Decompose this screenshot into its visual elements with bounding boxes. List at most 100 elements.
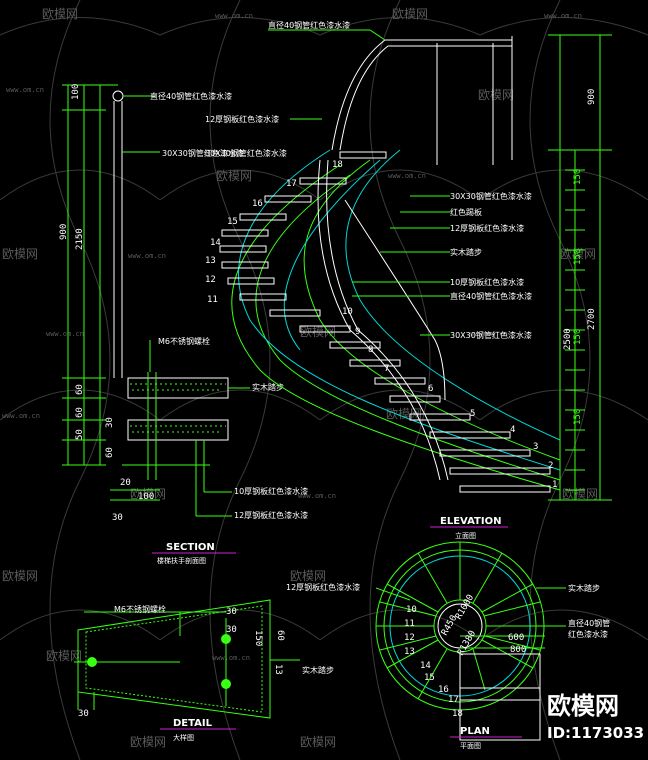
dim-150: 150 [573,249,583,265]
dim-150: 150 [573,409,583,425]
plan-step: 15 [424,673,435,683]
plan-step: 14 [420,661,431,671]
step-number: 16 [252,199,263,209]
elev-label: 10厚钢板红色漆水漆 [450,277,524,287]
watermark-brand: 欧模网 [300,735,336,749]
brand-id: ID:1173033 [547,724,644,742]
treads [219,151,551,493]
step-number: 3 [533,442,538,452]
dim-60: 60 [75,384,85,395]
elev-label: 30X30钢管红色漆水漆 [450,191,532,201]
brand-badge: 欧模网 ID:1173033 [547,692,644,742]
label-plate10: 10厚钢板红色漆水漆 [234,486,308,496]
dim-r1000: R1000 [454,593,476,621]
watermark-site: www.om.cn [212,654,250,662]
detail-title: DETAIL [173,718,213,729]
step-number: 2 [548,461,553,471]
dim-60: 60 [105,447,115,458]
dim-150: 150 [253,630,263,646]
riser-ticks [565,169,585,491]
elevation-view: 18 17 16 15 14 13 12 11 10 9 8 7 6 5 4 3… [205,20,612,540]
label-rail-round: 直径40钢管红色漆水漆 [150,91,232,101]
watermark-brand: 欧模网 [290,569,326,583]
step-number: 15 [227,217,238,227]
brand-logo-text: 欧模网 [547,692,619,720]
dim-50: 50 [75,429,85,440]
elev-label: 12厚钢板红色漆水漆 [205,114,279,124]
step-number: 7 [384,364,389,374]
label-bolt: M6不锈钢螺栓 [158,336,210,346]
step-number: 11 [207,295,218,305]
plan-label-pipe: 直径40钢管 [568,618,610,628]
watermarks: 欧模网 www.om.cn 欧模网 www.om.cn www.om.cn 欧模… [2,7,598,749]
dim-30: 30 [226,607,237,617]
plan-label-tread: 实木踏步 [568,583,600,593]
dim-2700: 2700 [587,308,597,330]
elev-label: 12厚钢板红色漆水漆 [450,223,524,233]
dim-30: 30 [112,513,123,523]
plan-step: 16 [438,685,449,695]
dim-2150: 2150 [75,228,85,250]
watermark-brand: 欧模网 [2,569,38,583]
elev-label: 直径40钢管红色漆水漆 [450,291,532,301]
elev-label: 红色踢板 [450,207,482,217]
watermark-site: www.om.cn [298,492,336,500]
dim-r1380: R1380 [456,629,478,657]
watermark-site: www.om.cn [470,330,508,338]
watermark-brand: 欧模网 [478,88,514,102]
dim-20: 20 [120,478,131,488]
watermark-site: www.om.cn [2,412,40,420]
dim-900: 900 [59,224,69,240]
elev-label: 直径40钢管红色漆水漆 [268,20,350,30]
step-number: 14 [210,238,221,248]
dim-150: 150 [573,329,583,345]
watermark-brand: 欧模网 [216,169,252,183]
step-number: 4 [510,425,515,435]
step-number: 1 [552,480,557,490]
label-tread: 实木踏步 [252,382,284,392]
step-number: 13 [205,256,216,266]
watermark-site: www.om.cn [128,252,166,260]
elev-label: 实木踏步 [450,247,482,257]
plan-title: PLAN [460,726,490,737]
plan-step: 18 [452,709,463,719]
section-title: SECTION [166,542,215,553]
watermark-brand: 欧模网 [130,735,166,749]
plan-label-plate: 12厚钢板红色漆水漆 [286,582,360,592]
watermark-brand: 欧模网 [46,649,82,663]
plan-step: 10 [406,605,417,615]
label-plate12: 12厚钢板红色漆水漆 [234,510,308,520]
dim-900: 900 [587,89,597,105]
dim-60: 60 [75,407,85,418]
step-number: 12 [205,275,216,285]
step-number: 17 [286,179,297,189]
elevation-subtitle: 立面图 [455,531,476,540]
dim-60: 60 [275,630,285,641]
step-number: 8 [368,345,373,355]
dim-30: 30 [226,625,237,635]
watermark-site: www.om.cn [46,330,84,338]
dim-30: 30 [105,417,115,428]
dim-2500: 2500 [563,328,573,350]
dim-100: 100 [138,492,154,502]
elev-label: 30X30钢管红色漆水漆 [450,330,532,340]
watermark-brand: 欧模网 [42,7,78,21]
step-number: 6 [428,384,433,394]
dim-600: 600 [508,633,524,643]
label-post: 30X30钢管红色漆水漆 [162,148,244,158]
step-number: 9 [355,327,360,337]
dim-13: 13 [273,664,283,675]
dim-150: 150 [573,169,583,185]
dim-100: 100 [71,84,81,100]
detail-label-tread: 实木踏步 [302,665,334,675]
plan-step: 13 [404,647,415,657]
watermark-site: www.om.cn [6,86,44,94]
plan-step: 11 [404,619,415,629]
step-number: 5 [470,409,475,419]
watermark-site: www.om.cn [544,12,582,20]
section-subtitle: 楼梯扶手剖面图 [157,556,206,565]
detail-label-bolt: M6不锈钢螺栓 [114,604,166,614]
watermark-brand: 欧模网 [2,247,38,261]
